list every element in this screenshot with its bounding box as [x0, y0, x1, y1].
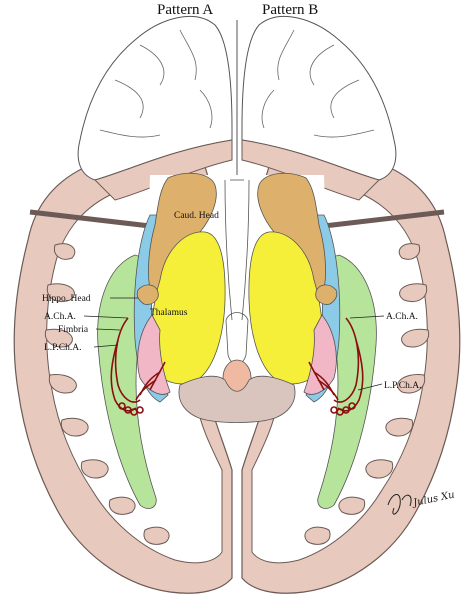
frontal-sulci — [99, 29, 375, 138]
third-ventricle — [225, 312, 249, 366]
right-choroid-plexus — [303, 314, 337, 395]
left-gyri — [44, 243, 170, 545]
right-sylvian-fissure — [323, 209, 445, 229]
left-sylvian-fissure — [29, 209, 151, 229]
right-lpcha-label: L.P.Ch.A. — [384, 381, 421, 391]
left-acha-label: A.Ch.A. — [44, 312, 76, 322]
fimbria-label: Fimbria — [58, 325, 89, 335]
right-lpcha-artery — [337, 339, 364, 412]
thalamus-label: Thalamus — [150, 308, 188, 318]
left-lpcha-artery — [110, 339, 137, 412]
deep-structures — [97, 172, 377, 509]
fornix — [224, 179, 250, 321]
midbrain — [178, 375, 296, 423]
leader-lines — [83, 297, 385, 391]
right-acha-label: A.Ch.A. — [386, 312, 418, 322]
left-acha-artery — [114, 317, 141, 403]
arteries — [110, 317, 364, 416]
pattern-b-title: Pattern B — [262, 2, 318, 18]
left-lpcha-label: L.P.Ch.A. — [44, 343, 81, 353]
pattern-a-title: Pattern A — [157, 2, 213, 18]
right-acha-artery — [333, 317, 360, 403]
caudate-head-label: Caud. Head — [174, 211, 219, 221]
right-gyri — [304, 243, 430, 545]
frontal-lobes — [77, 16, 397, 201]
hippocampal-head-label: Hippo. Head — [42, 294, 91, 304]
left-choroid-plexus — [137, 314, 171, 395]
